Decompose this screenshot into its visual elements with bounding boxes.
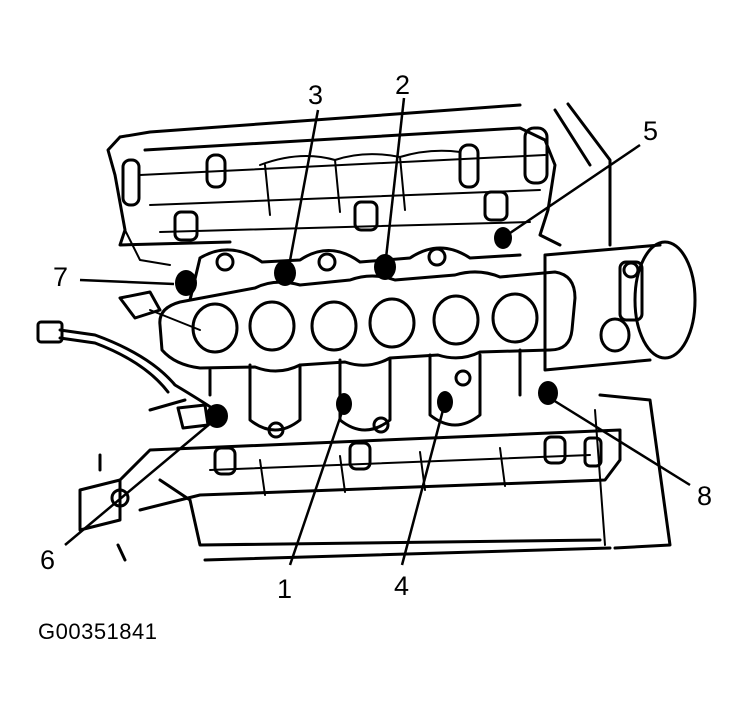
- leader-6: [64, 421, 213, 546]
- callout-4: 4: [394, 571, 410, 601]
- leader-7: [79, 278, 175, 286]
- leader-4: [400, 409, 445, 566]
- valve-cover: [106, 102, 612, 266]
- leader-5: [506, 143, 641, 237]
- cover-studs: [121, 126, 549, 242]
- callout-6: 6: [40, 545, 56, 575]
- callout-3: 3: [308, 80, 324, 110]
- callout-5: 5: [643, 116, 659, 146]
- figure-id: G00351841: [38, 619, 158, 644]
- leader-1: [288, 411, 344, 566]
- wiring-harness: [36, 290, 217, 430]
- leader-lines: [64, 97, 691, 566]
- callout-2: 2: [395, 70, 411, 100]
- callout-8: 8: [697, 481, 713, 511]
- manifold-runners: [208, 247, 522, 439]
- manifold-flange: [158, 246, 577, 373]
- engine-block: [78, 398, 622, 562]
- callout-1: 1: [277, 574, 293, 604]
- manifold-nuts: [175, 227, 558, 428]
- timing-housing: [543, 240, 697, 550]
- callout-7: 7: [53, 262, 69, 292]
- leader-2: [384, 97, 406, 259]
- leader-8: [552, 398, 691, 487]
- leader-3: [287, 109, 320, 267]
